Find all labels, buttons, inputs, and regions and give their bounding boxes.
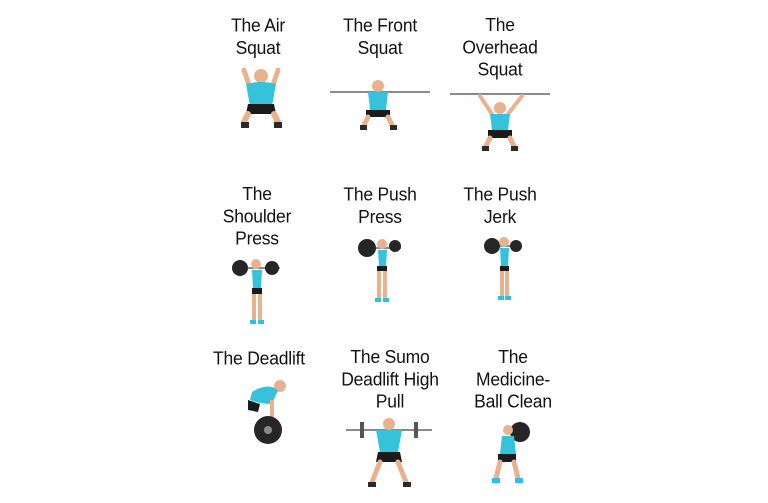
shoulder-press-figure xyxy=(232,259,280,324)
exercise-title: The Air Squat xyxy=(196,15,320,60)
exercise-title: The Push Press xyxy=(318,184,442,229)
exercise-title: The Overhead Squat xyxy=(438,14,562,81)
title-line: The xyxy=(485,14,515,36)
title-line: Squat xyxy=(357,37,403,59)
overhead-squat-figure xyxy=(450,93,550,151)
title-line: Shoulder xyxy=(222,205,292,227)
exercise-title: The Deadlift xyxy=(194,347,324,369)
title-line: Press xyxy=(358,206,402,228)
exercise-title: The Medicine- Ball Clean xyxy=(448,346,578,413)
title-line: Pull xyxy=(375,390,405,412)
air-squat-figure xyxy=(241,67,282,128)
sumo-deadlift-high-pull-figure xyxy=(346,418,432,487)
title-line: The xyxy=(242,183,272,205)
title-line: Overhead xyxy=(462,36,538,58)
medicine-ball-clean-figure xyxy=(492,422,530,483)
push-press-figure xyxy=(358,239,401,302)
exercise-title: The Sumo Deadlift High Pull xyxy=(325,346,455,413)
title-line: The Push xyxy=(463,183,537,205)
exercise-title: The Shoulder Press xyxy=(195,183,319,250)
title-line: The xyxy=(498,346,528,368)
title-line: Squat xyxy=(235,37,281,59)
exercise-title: The Push Jerk xyxy=(438,184,562,229)
title-line: Jerk xyxy=(483,206,517,228)
title-line: The Deadlift xyxy=(213,347,305,369)
title-line: The Front xyxy=(342,14,418,36)
title-line: Squat xyxy=(477,58,523,80)
front-squat-figure xyxy=(330,80,430,130)
title-line: Deadlift High xyxy=(341,368,439,390)
title-line: Ball Clean xyxy=(474,390,552,412)
title-line: Press xyxy=(235,227,279,249)
exercise-title: The Front Squat xyxy=(318,15,442,60)
deadlift-figure xyxy=(248,380,286,444)
title-line: The Sumo xyxy=(350,346,430,368)
title-line: The Air xyxy=(230,14,286,36)
title-line: Medicine- xyxy=(475,368,551,390)
push-jerk-figure xyxy=(484,237,522,300)
title-line: The Push xyxy=(343,183,417,205)
